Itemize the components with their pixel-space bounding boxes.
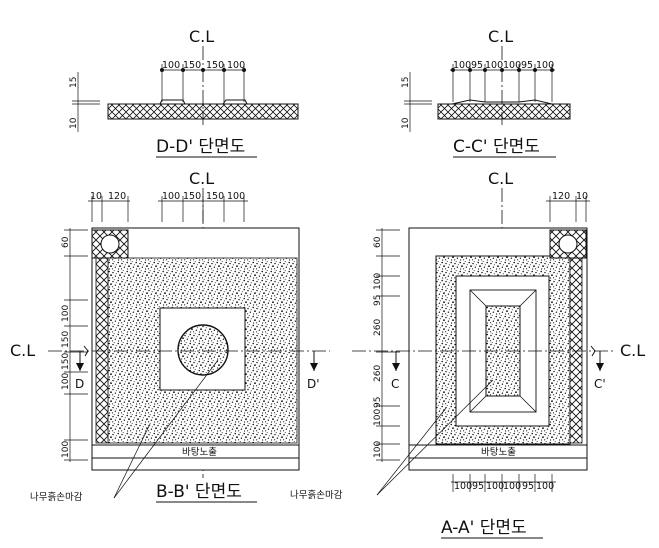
cc-hatched-base [437,103,571,120]
bb-centerline-label: C.L [189,169,214,188]
cc-dim-6: 100 [536,60,554,71]
bb-vdim-1: 60 [61,236,71,248]
bb-vdim-3: 150 [61,331,71,348]
bb-center-gravel-circle [177,324,229,376]
bb-cut-right: D' [307,377,320,391]
aa-vdim-2: 100 [373,273,383,290]
dd-dim-3: 150 [206,60,224,71]
aa-bdim-3: 100 [486,481,504,492]
dd-dim-2: 150 [183,60,201,71]
aa-bdim-4: 100 [503,481,521,492]
cc-dim-2: 95 [471,60,483,71]
cc-centerline-label: C.L [488,27,513,46]
bb-finish-label: 나무흙손마감 [30,491,83,503]
dd-side-dim-1: 15 [69,77,79,88]
aa-dim-tr-1: 120 [552,191,570,202]
cc-side-dim-1: 15 [401,77,411,88]
cc-side-dim-2: 10 [401,117,411,129]
bb-drain-pipe [100,234,120,254]
bb-vdim-4: 150 [61,353,71,370]
aa-cut-left: C [391,377,399,391]
bb-cl-horizontal-label: C.L [10,341,35,360]
cc-title: C-C' 단면도 [453,137,540,157]
bb-vdim-6: 100 [61,441,71,458]
dd-side-dim-2: 10 [69,117,79,129]
aa-dim-tr-2: 10 [576,191,588,202]
bb-title: B-B' 단면도 [156,482,242,502]
bb-dim-tc-2: 150 [183,191,201,202]
aa-side-wall-hatch [569,257,583,444]
aa-bdim-5: 95 [522,481,534,492]
dd-title: D-D' 단면도 [156,137,245,157]
bb-section: C.L 10 120 100 150 150 100 60 100 150 [10,169,330,503]
bb-dim-tc-3: 150 [206,191,224,202]
aa-vdim-3: 95 [373,295,383,306]
aa-cl-horizontal-label: C.L [620,341,645,360]
bb-side-wall-hatch [95,257,109,444]
dd-dim-4: 100 [227,60,245,71]
aa-vdim-4: 260 [373,319,383,336]
aa-section: C.L 120 10 60 100 95 260 260 95 100 100 [290,169,645,539]
aa-vdim-5: 260 [373,365,383,382]
aa-vdim-8: 100 [373,441,383,458]
aa-title: A-A' 단면도 [441,518,527,538]
bb-dim-tc-4: 100 [227,191,245,202]
bb-vdim-5: 100 [61,373,71,390]
cc-dim-4: 100 [503,60,521,71]
dd-hatched-base [107,103,299,120]
aa-bevel-lines [469,289,537,413]
dd-centerline-label: C.L [189,27,214,46]
aa-vdim-6: 95 [373,397,383,408]
cc-dim-3: 100 [485,60,503,71]
bb-vdim-2: 100 [61,305,71,322]
bb-base-label: 바탕노출 [182,447,217,458]
cc-dim-5: 95 [521,60,533,71]
bb-cut-left: D [75,377,84,391]
bb-dim-tl-2: 120 [108,191,126,202]
aa-bdim-6: 100 [536,481,554,492]
aa-cut-right: C' [594,377,606,391]
dd-section: C.L 100 150 150 100 15 10 D-D' 단면도 [69,27,299,158]
bb-dim-tl-1: 10 [90,191,102,202]
aa-vdim-1: 60 [373,236,383,248]
aa-base-label: 바탕노출 [481,447,516,458]
aa-drain-pipe [558,234,578,254]
aa-vdim-7: 100 [373,409,383,426]
aa-centerline-label: C.L [488,169,513,188]
aa-finish-label: 나무흙손마감 [290,489,343,501]
cc-dim-1: 100 [453,60,471,71]
aa-bdim-1: 100 [454,481,472,492]
cc-section: C.L 100 95 100 100 95 100 15 10 C-C' 단면도 [401,27,571,158]
aa-bdim-2: 95 [472,481,484,492]
dd-dim-1: 100 [162,60,180,71]
bb-dim-tc-1: 100 [162,191,180,202]
